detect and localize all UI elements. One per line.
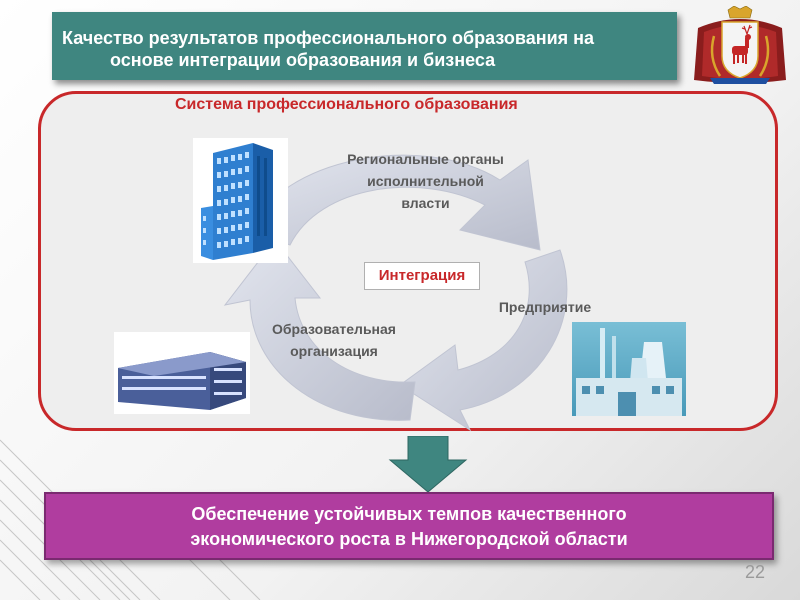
result-box: Обеспечение устойчивых темпов качественн…	[44, 492, 774, 560]
regional-authority-label: Региональные органы исполнительной власт…	[347, 151, 504, 211]
skyscraper-icon	[193, 138, 288, 263]
result-line-2: экономического роста в Нижегородской обл…	[190, 529, 628, 549]
cycle-arrow-left	[223, 239, 416, 421]
system-title: Система профессионального образования	[175, 96, 518, 113]
factory-icon	[572, 322, 686, 416]
title-line-1: Качество результатов профессионального о…	[62, 28, 595, 48]
integration-center-box: Интеграция	[364, 262, 480, 290]
title-line-2: основе интеграции образования и бизнеса	[110, 50, 496, 70]
corner-stripes-decoration	[0, 439, 261, 600]
nizhny-novgorod-coat-of-arms-icon	[694, 6, 786, 84]
cycle-arrow-top	[249, 154, 541, 251]
enterprise-label: Предприятие	[498, 299, 592, 315]
education-organization-label: Образовательная организация	[272, 321, 396, 359]
result-line-1: Обеспечение устойчивых темпов качественн…	[191, 504, 627, 524]
school-building-icon	[114, 332, 250, 414]
page-number: 22	[745, 562, 766, 582]
cycle-arrow-right	[399, 249, 568, 432]
title-bar: Качество результатов профессионального о…	[52, 12, 677, 80]
down-arrow-icon	[388, 436, 468, 492]
